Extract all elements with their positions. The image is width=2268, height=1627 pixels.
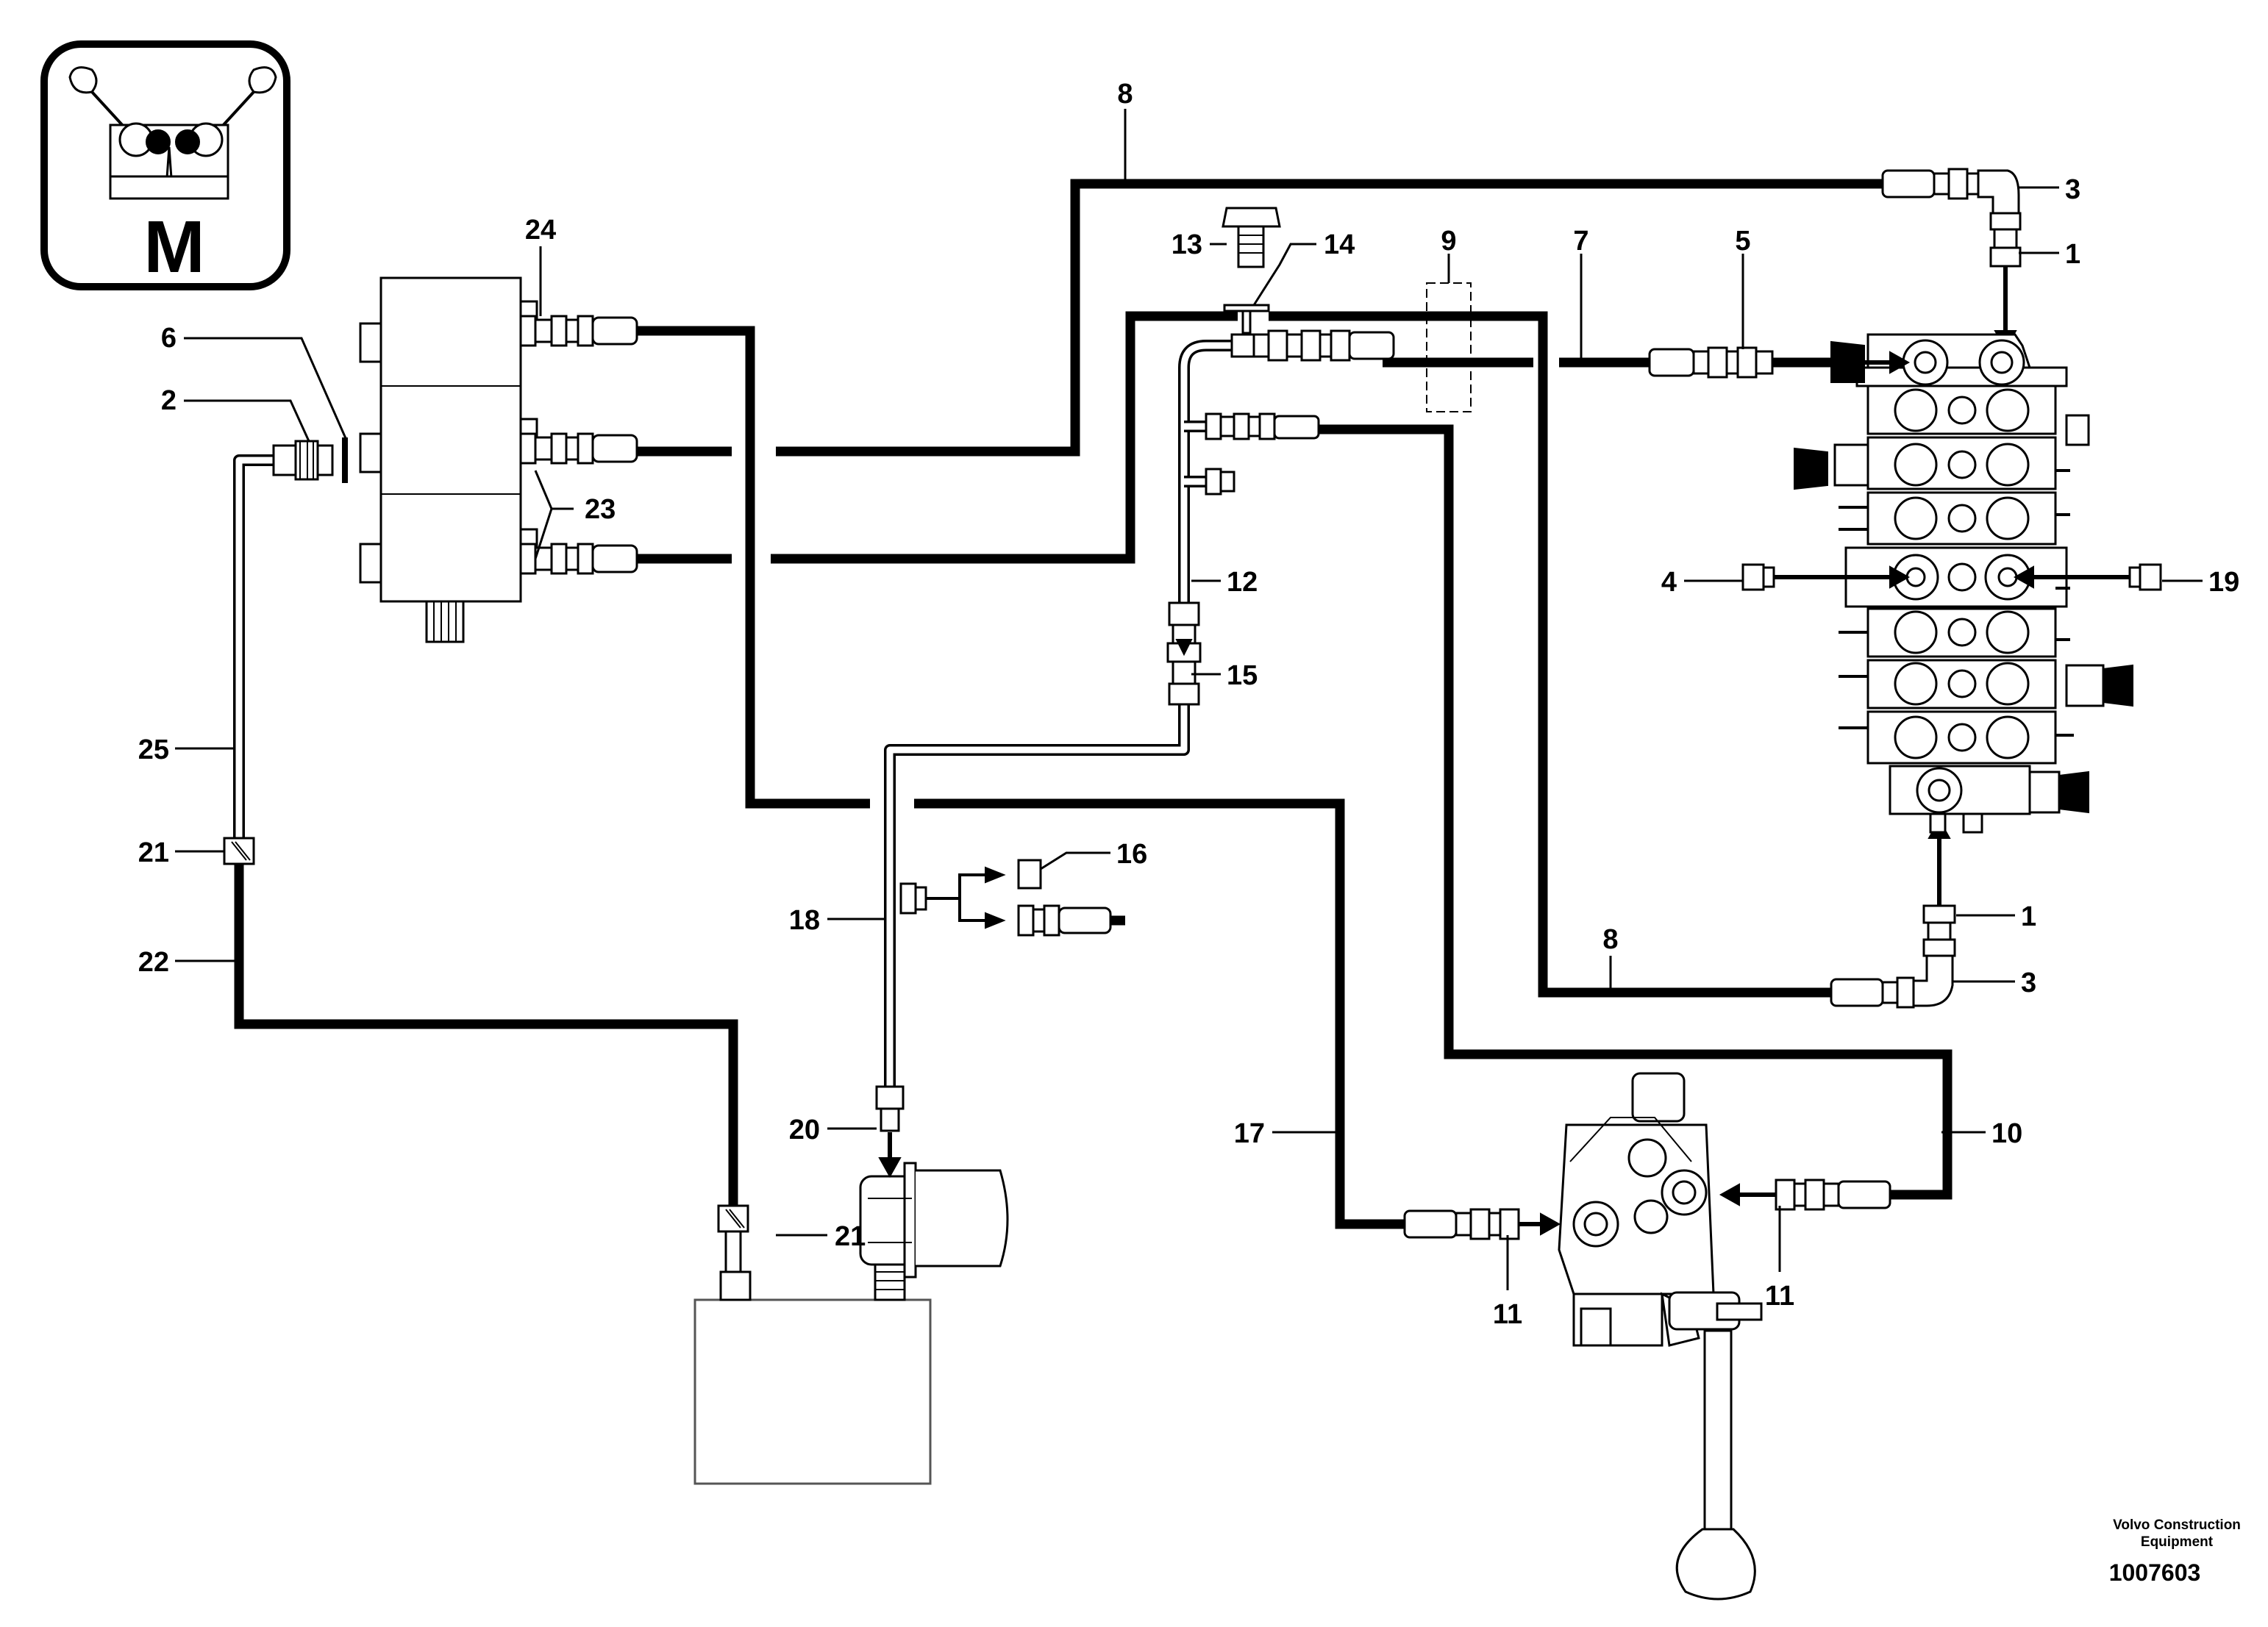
badge-letter: M: [143, 206, 204, 288]
callout-13: 13: [1172, 229, 1202, 260]
washer-6: [342, 437, 348, 483]
bolt-13: [1222, 207, 1281, 268]
fitting-11-left: [1403, 1208, 1561, 1240]
callout-11-right: 11: [1765, 1281, 1794, 1312]
tube-18: [886, 702, 1188, 1088]
lever: [1703, 1329, 1733, 1531]
callout-6: 6: [161, 323, 176, 354]
callout-20: 20: [789, 1115, 820, 1145]
hose-24: [632, 326, 870, 809]
manufacturer-line-2: Equipment: [2141, 1534, 2214, 1550]
callout-22: 22: [138, 947, 169, 978]
callout-21-lower: 21: [835, 1221, 866, 1252]
fitting-15: [1166, 601, 1202, 706]
tube-12-fittings: [1205, 412, 1320, 496]
tube-12: [1180, 342, 1250, 603]
operator-controls-badge: M: [40, 40, 290, 290]
fitting-1-top: [1989, 212, 2022, 351]
elbow-3-top: [1881, 168, 2020, 215]
callout-2: 2: [161, 385, 176, 416]
hose-8-lower: [1269, 311, 1831, 998]
valve-cap: [1830, 340, 1865, 383]
callout-8-top: 8: [1117, 79, 1133, 110]
callout-19: 19: [2208, 567, 2239, 598]
callout-7: 7: [1573, 226, 1588, 257]
valve-arrows: [1741, 351, 2162, 591]
callout-18: 18: [789, 905, 820, 936]
callout-4: 4: [1661, 567, 1677, 598]
callout-14: 14: [1324, 229, 1355, 260]
solenoid-valve-block: [359, 276, 538, 643]
fitting-2: [272, 437, 348, 483]
callout-1-top: 1: [2065, 239, 2080, 270]
callout-3-top: 3: [2065, 174, 2080, 205]
rigid-tubes: [233, 340, 1250, 1088]
document-number: 1007603: [2109, 1559, 2201, 1586]
fitting-11-right: [1719, 1179, 1891, 1211]
hose-17: [914, 798, 1412, 1229]
leader-lines: [175, 109, 2203, 1290]
callout-21-upper: 21: [138, 837, 169, 868]
hose-10: [1316, 424, 1953, 1200]
callout-8-bottom: 8: [1602, 924, 1618, 955]
callout-15: 15: [1227, 660, 1258, 691]
callout-5: 5: [1735, 226, 1750, 257]
manufacturer-line-1: Volvo Construction: [2113, 1517, 2241, 1533]
elbow-3-bottom: [1830, 954, 1954, 1009]
lever-knob: [1675, 1528, 1756, 1601]
solenoid-fittings: [519, 315, 638, 575]
fitting-21-lower: [717, 1204, 749, 1273]
fitting-1-bottom: [1922, 818, 1956, 957]
filter-20: [859, 1085, 1009, 1279]
hose-8-upper: [776, 179, 1890, 457]
fitting-16-options: [899, 859, 1125, 937]
callout-9: 9: [1441, 226, 1456, 257]
callout-17: 17: [1234, 1118, 1265, 1149]
hose-lines: [234, 179, 1953, 1229]
fitting-5: [1648, 346, 1774, 379]
callout-12: 12: [1227, 567, 1258, 598]
callout-25: 25: [138, 734, 169, 765]
callout-11-left: 11: [1493, 1299, 1522, 1330]
fitting-21-upper: [223, 837, 255, 865]
callout-23: 23: [585, 494, 616, 525]
joystick-console-icon: [68, 66, 277, 200]
callout-labels: 8 3 1 5 7 9 13 14 24 6 2 23 25 21 22 21 …: [138, 79, 2240, 1330]
footer: Volvo Construction Equipment 1007603: [2109, 1517, 2241, 1586]
callout-24: 24: [525, 215, 556, 246]
tube-25: [235, 457, 276, 845]
hose-23-low: [771, 311, 1238, 564]
callout-1-bottom: 1: [2021, 901, 2036, 932]
main-control-valve: [1794, 333, 2133, 834]
clamp-9: [1426, 282, 1472, 412]
hydraulic-tank: [693, 1262, 932, 1485]
cap-16: [1017, 859, 1042, 890]
callout-10: 10: [1991, 1118, 2022, 1149]
callout-16: 16: [1116, 839, 1147, 870]
callout-3-bottom: 3: [2021, 968, 2036, 998]
hose-22: [234, 862, 738, 1220]
tee-fitting: [1230, 329, 1395, 362]
washer-14: [1223, 304, 1270, 335]
auxiliary-valve: [1558, 1072, 1763, 1601]
